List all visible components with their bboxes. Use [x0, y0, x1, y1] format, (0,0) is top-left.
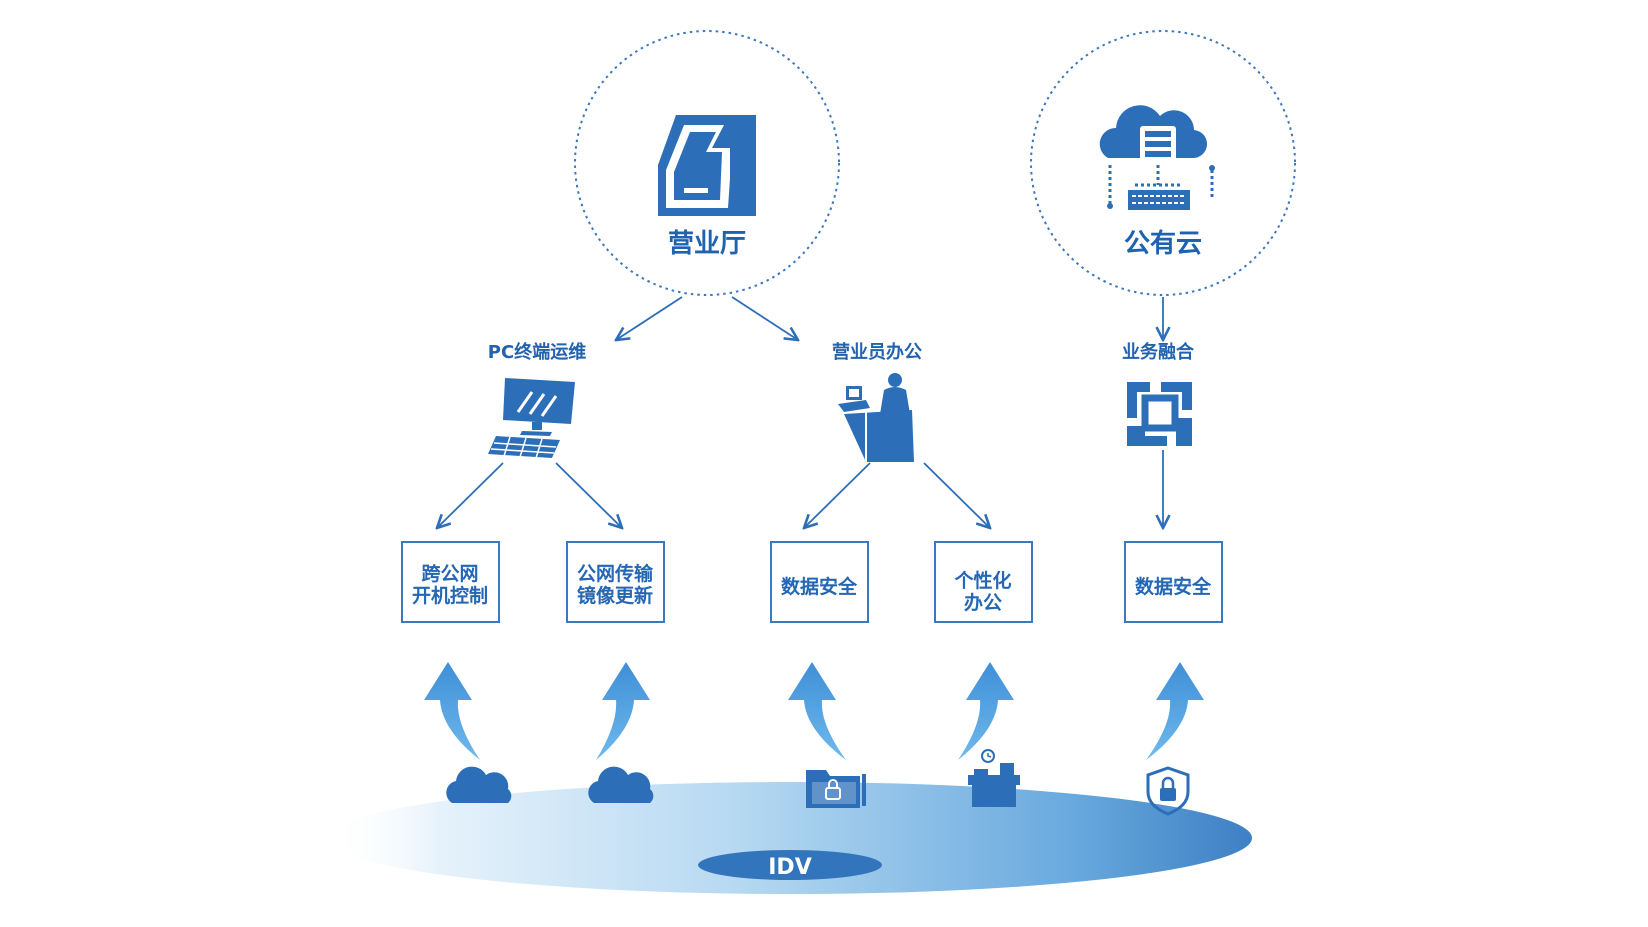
- business-hall-title: 营业厅: [668, 229, 746, 259]
- connector-clerk-to-box3: [804, 462, 871, 528]
- feature-box-4: 个性化 办公: [934, 541, 1033, 623]
- cloud-server-icon: [1099, 105, 1215, 210]
- cloud-icon: [446, 766, 512, 803]
- connector-hall-to-pc: [616, 296, 683, 340]
- box-1-line-1: 跨公网: [421, 563, 478, 585]
- desk-clock-icon: [968, 749, 1020, 807]
- box-4-line-1: 个性化: [953, 569, 1011, 592]
- box-2-line-1: 公网传输: [577, 562, 654, 585]
- shield-lock-icon: [1146, 766, 1190, 816]
- feature-box-1: 跨公网 开机控制: [401, 541, 500, 623]
- curved-up-arrow: [958, 662, 1014, 760]
- business-hall-circle: 营业厅: [574, 30, 840, 296]
- idv-label: IDV: [768, 855, 811, 880]
- business-fusion-label: 业务融合: [1122, 341, 1195, 363]
- box-1-line-2: 开机控制: [412, 584, 488, 607]
- clerk-office-label: 营业员办公: [832, 341, 922, 363]
- connector-pc-to-box1: [437, 462, 504, 528]
- pc-ops-node: PC终端运维: [488, 341, 586, 459]
- pc-ops-label: PC终端运维: [488, 341, 586, 363]
- box-3-line-1: 数据安全: [781, 575, 858, 598]
- cloud-icon: [588, 766, 654, 803]
- desktop-computer-icon: [488, 378, 575, 459]
- feature-box-3: 数据安全: [770, 541, 869, 623]
- connector-hall-to-clerk: [731, 296, 798, 340]
- feature-box-2: 公网传输 镜像更新: [566, 541, 665, 623]
- feature-box-5: 数据安全: [1124, 541, 1223, 623]
- curved-up-arrow: [596, 662, 650, 760]
- curved-up-arrow: [424, 662, 480, 760]
- box-4-line-2: 办公: [964, 591, 1002, 614]
- box-2-line-2: 镜像更新: [577, 584, 653, 607]
- box-5-line-1: 数据安全: [1135, 575, 1212, 598]
- locked-folder-icon: [806, 770, 866, 808]
- business-fusion-node: 业务融合: [1122, 341, 1195, 446]
- public-cloud-title: 公有云: [1124, 229, 1202, 259]
- clerk-office-node: 营业员办公: [832, 341, 922, 462]
- clerk-at-counter-icon: [838, 373, 914, 462]
- connector-clerk-to-box4: [923, 462, 990, 528]
- connector-pc-to-box2: [555, 462, 622, 528]
- fusion-icon: [1127, 382, 1192, 446]
- kiosk-icon: [658, 115, 756, 216]
- idv-platform: IDV: [328, 782, 1252, 894]
- curved-up-arrow: [788, 662, 846, 760]
- public-cloud-circle: 公有云: [1030, 30, 1296, 296]
- curved-up-arrow: [1146, 662, 1204, 760]
